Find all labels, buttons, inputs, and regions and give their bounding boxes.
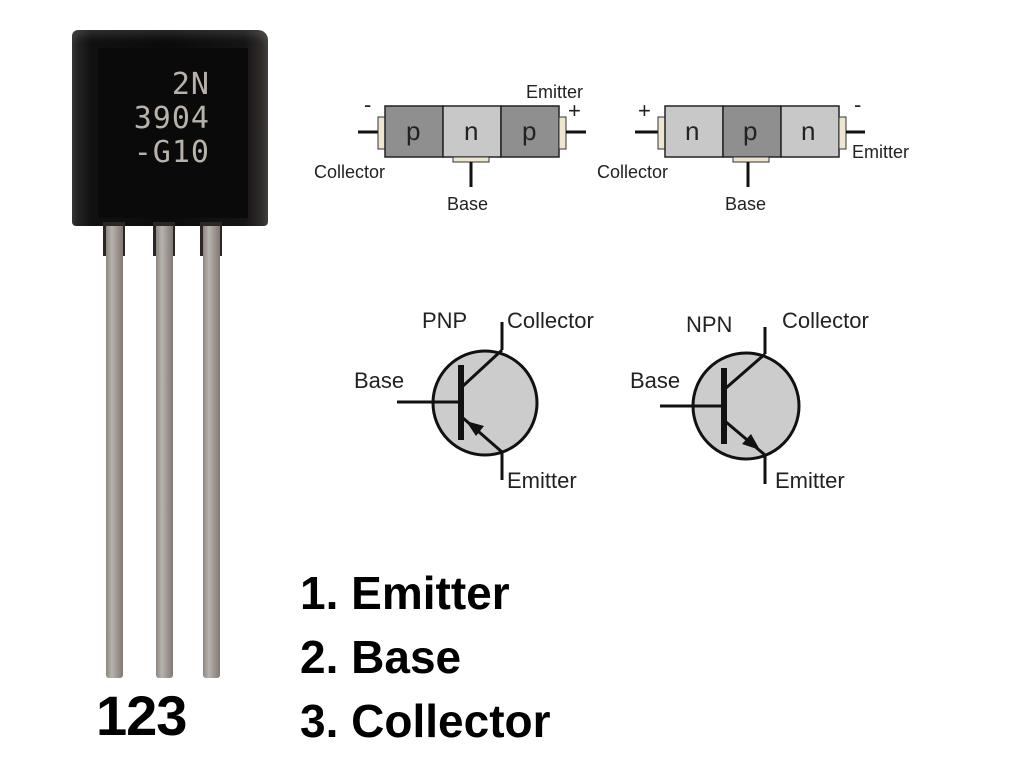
npn-layer-n-right-label: n: [801, 116, 816, 146]
npn-right-polarity: -: [854, 92, 862, 117]
npn-layer-n-right: [780, 105, 840, 158]
npn-layer-n-left-label: n: [685, 116, 700, 146]
pin-numbers: 123: [96, 684, 187, 747]
pnp-collector-contact: [377, 116, 386, 150]
pnp-layer-p-left-label: p: [406, 116, 421, 146]
pnp-layer-svg: [358, 105, 586, 187]
leg-2-base: [156, 226, 173, 678]
transistor-face: [98, 48, 248, 218]
pnp-symbol-base-label: Base: [354, 368, 405, 393]
npn-layer-p-label: p: [743, 116, 758, 146]
npn-base-contact: [732, 156, 770, 163]
pinout-item-emitter: 1. Emitter: [300, 567, 510, 619]
npn-symbol-svg: [660, 327, 801, 484]
leg-1-emitter: [106, 226, 123, 678]
pinout-item-base: 2. Base: [300, 631, 462, 683]
pnp-symbol-title: PNP: [422, 308, 468, 333]
npn-collector-diag: [725, 352, 766, 390]
part-marking-line-3: -G10: [133, 135, 210, 170]
pnp-layer-p-left: [384, 105, 444, 158]
pnp-base-contact: [452, 156, 490, 163]
npn-layer-svg: [635, 105, 865, 187]
npn-arrow-icon: [742, 434, 760, 450]
npn-collector-contact: [657, 116, 666, 150]
leg-3-collector: [203, 226, 220, 678]
npn-layer-diagram: n p n + - Emitter Collector Base: [590, 80, 930, 220]
part-marking-line-1: 2N: [171, 67, 210, 102]
pnp-symbol-emitter-label: Emitter: [507, 468, 577, 493]
pnp-symbol-collector-label: Collector: [507, 308, 594, 333]
npn-symbol-base-label: Base: [630, 368, 681, 393]
pnp-layer-p-right: [500, 105, 560, 158]
pnp-collector-diag: [461, 348, 504, 388]
part-marking-line-2: 3904: [133, 101, 210, 136]
pnp-emitter-label: Emitter: [526, 82, 584, 102]
pnp-collector-label: Collector: [314, 162, 386, 182]
npn-emitter-contact: [838, 116, 847, 150]
pnp-left-polarity: -: [364, 92, 372, 117]
pnp-arrow-icon: [466, 421, 484, 436]
pnp-layer-diagram: p n p - + Emitter Collector Base: [300, 80, 600, 220]
npn-symbol: NPN Collector Base Emitter: [620, 300, 900, 500]
pnp-layer-p-right-label: p: [522, 116, 537, 146]
pnp-symbol: PNP Collector Base Emitter: [340, 300, 620, 500]
npn-base-label: Base: [725, 194, 767, 214]
npn-emitter-label: Emitter: [852, 142, 910, 162]
pinout-item-collector: 3. Collector: [300, 695, 551, 747]
pnp-symbol-svg: [397, 322, 539, 480]
transistor-photo: 2N 3904 -G10 123: [0, 0, 290, 768]
npn-symbol-title: NPN: [686, 312, 733, 337]
pnp-right-polarity: +: [568, 98, 581, 123]
part-marking: 2N 3904 -G10: [110, 68, 210, 170]
npn-left-polarity: +: [638, 98, 651, 123]
pnp-emitter-contact: [558, 116, 567, 150]
npn-symbol-collector-label: Collector: [782, 308, 869, 333]
npn-layer-n-left: [664, 105, 724, 158]
npn-symbol-emitter-label: Emitter: [775, 468, 845, 493]
pnp-base-label: Base: [447, 194, 489, 214]
pnp-layer-n-label: n: [464, 116, 479, 146]
npn-collector-label: Collector: [597, 162, 669, 182]
